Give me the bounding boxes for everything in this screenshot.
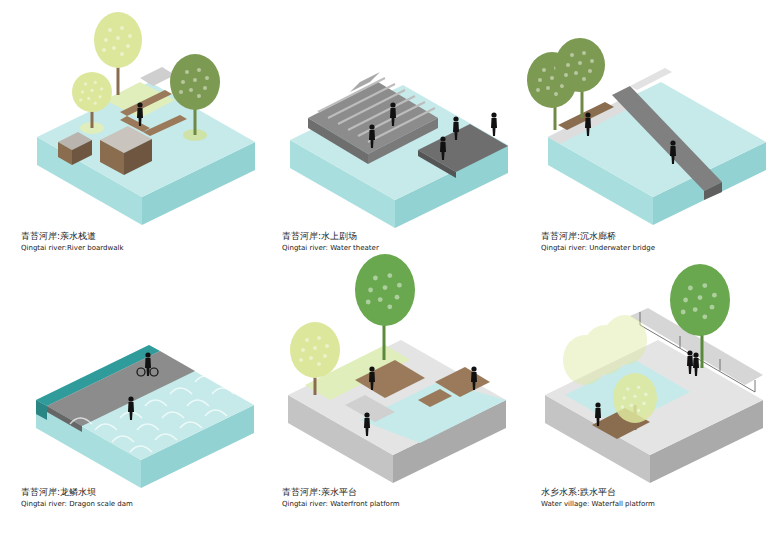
tile-waterfront-platform xyxy=(288,254,506,483)
caption-chinese: 青苔河岸:沉水廊桥 xyxy=(541,231,616,242)
tile-water-theater xyxy=(290,72,508,228)
caption-chinese: 水乡水系:跌水平台 xyxy=(541,487,616,498)
tile-underwater-bridge xyxy=(527,38,766,225)
caption-chinese: 青苔河岸:亲水平台 xyxy=(282,487,357,498)
caption-english: Qingtai river: Underwater bridge xyxy=(541,244,655,252)
caption-chinese: 青苔河岸:龙鳞水坝 xyxy=(21,487,96,498)
caption-english: Qingtai river: Water theater xyxy=(282,244,379,252)
caption-chinese: 青苔河岸:水上剧场 xyxy=(282,231,357,242)
caption-chinese: 青苔河岸:亲水栈道 xyxy=(21,231,96,242)
caption-english: Qingtai river: Waterfront platform xyxy=(282,500,399,508)
tile-waterfall-platform xyxy=(545,264,763,483)
tile-dragon-scale-dam xyxy=(36,345,254,488)
caption-english: Qingtai river:River boardwalk xyxy=(21,244,124,252)
caption-english: Water village: Waterfall platform xyxy=(541,500,655,508)
tile-boardwalk xyxy=(37,12,255,225)
caption-english: Qingtai river: Dragon scale dam xyxy=(21,500,133,508)
